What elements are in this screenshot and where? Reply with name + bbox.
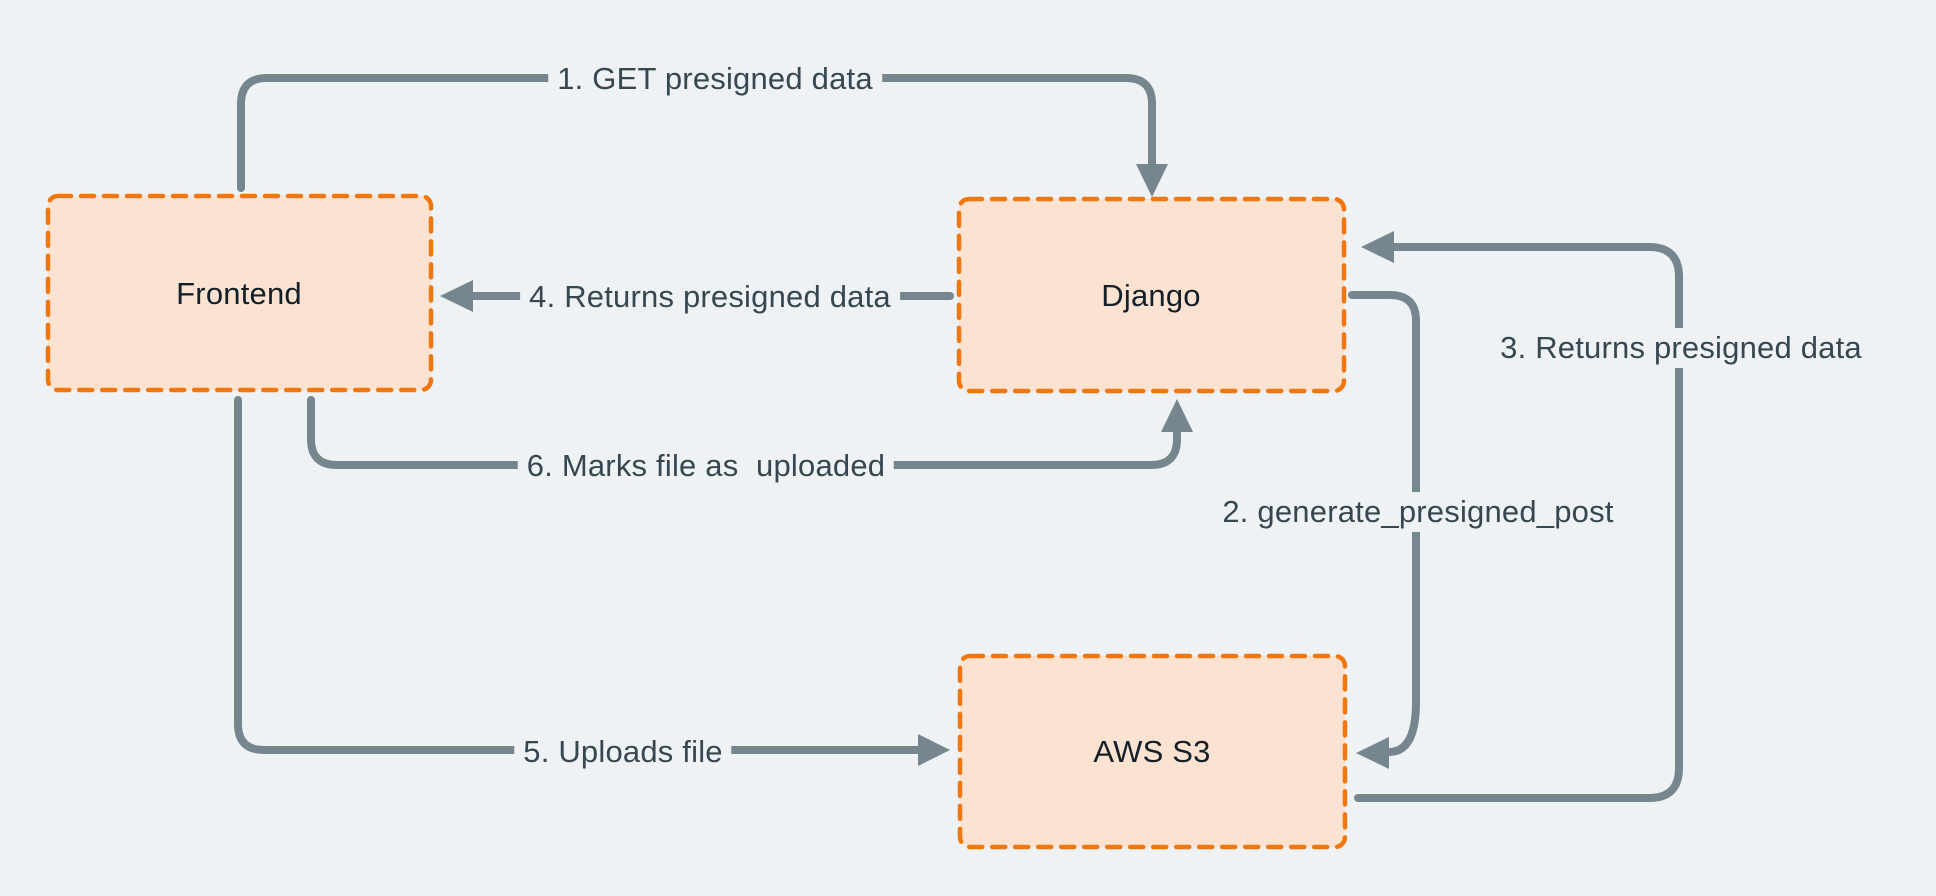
arrow-2-head-icon [1356, 737, 1389, 769]
aws-s3-label: AWS S3 [1093, 734, 1211, 769]
arrow-3-head-icon [1361, 231, 1394, 263]
edge-label-1-get-presigned-data: 1. GET presigned data [548, 59, 882, 99]
django-box [956, 196, 1347, 394]
edge-label-3-returns-presigned-data: 3. Returns presigned data [1491, 328, 1871, 368]
edge-label-4-returns-presigned-data: 4. Returns presigned data [520, 277, 900, 317]
arrow-1-head-icon [1136, 164, 1168, 197]
frontend-label: Frontend [176, 276, 302, 311]
edge-label-5-uploads-file: 5. Uploads file [514, 732, 732, 772]
arrow-6-head-icon [1161, 399, 1193, 432]
edge-label-6-marks-file-uploaded: 6. Marks file as uploaded [517, 446, 895, 486]
frontend-box [45, 193, 434, 393]
edge-label-2-generate-presigned-post: 2. generate_presigned_post [1213, 492, 1623, 532]
aws-s3-box [957, 653, 1348, 850]
arrow-4-head-icon [440, 280, 473, 312]
arrow-3-returns-presigned-data [1354, 243, 1683, 802]
arrow-5-head-icon [918, 734, 950, 766]
arrow-5-uploads-file [234, 396, 921, 754]
django-label: Django [1101, 278, 1201, 313]
